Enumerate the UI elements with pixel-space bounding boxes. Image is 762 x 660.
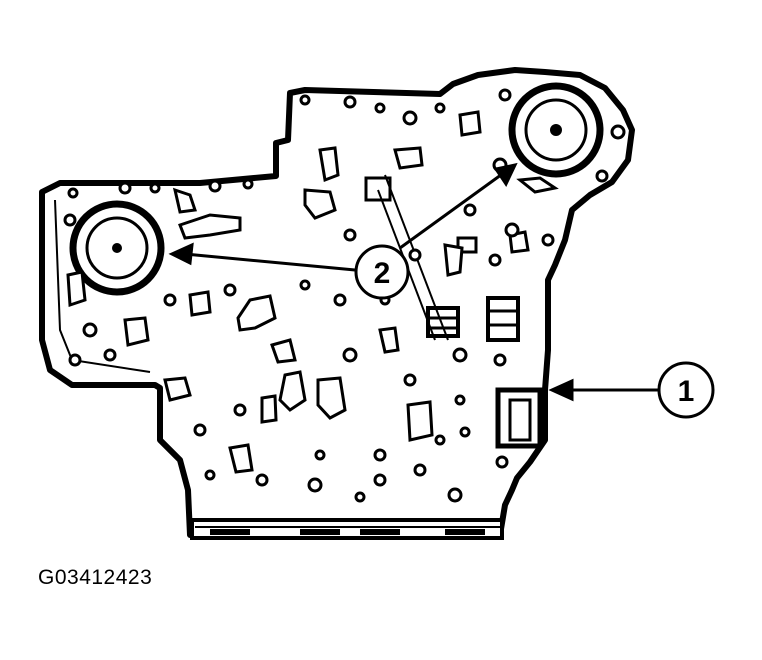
port-holes: [63, 88, 626, 503]
bottom-connector-strip: [190, 518, 504, 540]
callout-1-number: 1: [678, 375, 695, 408]
left-accumulator-piston: [69, 200, 165, 296]
fluid-passages: [66, 110, 559, 474]
callout-1-leader: [548, 378, 658, 402]
callout-1-marker: 1: [657, 361, 715, 419]
solenoid-block-lower: [495, 387, 543, 449]
callout-2-number: 2: [374, 257, 391, 290]
figure-code-label: G03412423: [38, 566, 153, 589]
right-accumulator-piston: [508, 82, 604, 178]
plate-inner-edge: [54, 199, 151, 373]
callout-2-leaders: [168, 162, 518, 272]
solenoid-block-upper: [486, 296, 520, 342]
callout-2-marker: 2: [354, 244, 410, 300]
